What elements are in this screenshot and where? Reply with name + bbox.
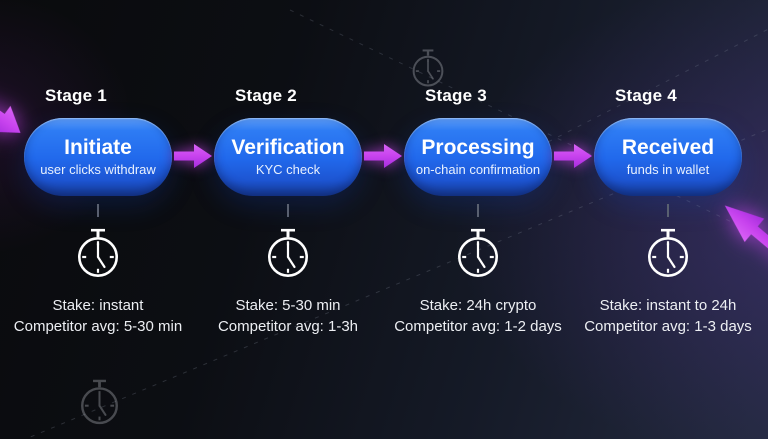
stopwatch-icon	[457, 228, 499, 278]
stage-pill-initiate: Initiate user clicks withdraw	[24, 118, 172, 196]
stage-column-4: Stage 4 Received funds in wallet Stake: …	[568, 86, 768, 337]
stage-pill-processing: Processing on-chain confirmation	[404, 118, 552, 196]
arrow-entry-icon	[0, 98, 21, 133]
arrow-right-icon	[554, 144, 592, 168]
stage-stats: Stake: 5-30 min Competitor avg: 1-3h	[188, 295, 388, 337]
connector-line	[477, 204, 479, 217]
stage-pill-received: Received funds in wallet	[594, 118, 742, 196]
stage-stats: Stake: 24h crypto Competitor avg: 1-2 da…	[378, 295, 578, 337]
stage-pill-verification: Verification KYC check	[214, 118, 362, 196]
connector-line	[287, 204, 289, 217]
stage-label: Stage 3	[425, 86, 487, 105]
stage-label: Stage 2	[235, 86, 297, 105]
competitor-time: Competitor avg: 1-3h	[217, 318, 359, 335]
pill-subtitle: funds in wallet	[626, 162, 710, 177]
stage-stats: Stake: instant to 24h Competitor avg: 1-…	[568, 295, 768, 337]
arrow-exit-icon	[724, 205, 768, 269]
stopwatch-icon	[77, 228, 119, 278]
stake-time: Stake: 24h crypto	[419, 297, 537, 314]
stage-label: Stage 4	[615, 86, 677, 105]
pill-subtitle: user clicks withdraw	[40, 162, 156, 177]
stake-time: Stake: 5-30 min	[235, 297, 341, 314]
stage-column-3: Stage 3 Processing on-chain confirmation…	[378, 86, 578, 337]
stage-column-2: Stage 2 Verification KYC check Stake: 5-…	[188, 86, 388, 337]
pill-subtitle: on-chain confirmation	[415, 162, 541, 177]
arrow-right-icon	[174, 144, 212, 168]
pill-title: Processing	[421, 136, 535, 159]
pill-title: Received	[621, 136, 715, 159]
arrow-right-icon	[364, 144, 402, 168]
pill-subtitle: KYC check	[255, 162, 321, 177]
faded-stopwatch-icon	[81, 379, 118, 425]
stage-stats: Stake: instant Competitor avg: 5-30 min	[0, 295, 198, 337]
stopwatch-icon	[267, 228, 309, 278]
stage-label: Stage 1	[45, 86, 107, 105]
pill-title: Initiate	[64, 136, 132, 159]
competitor-time: Competitor avg: 1-3 days	[584, 318, 752, 335]
competitor-time: Competitor avg: 5-30 min	[13, 318, 183, 335]
stake-time: Stake: instant to 24h	[599, 297, 737, 314]
stage-column-1: Stage 1 Initiate user clicks withdraw St…	[0, 86, 198, 337]
stake-time: Stake: instant	[52, 297, 144, 314]
stopwatch-icon	[647, 228, 689, 278]
connector-line	[667, 204, 669, 217]
competitor-time: Competitor avg: 1-2 days	[394, 318, 562, 335]
connector-line	[97, 204, 99, 217]
faded-stopwatch-icon	[412, 49, 444, 87]
pill-title: Verification	[231, 136, 345, 159]
